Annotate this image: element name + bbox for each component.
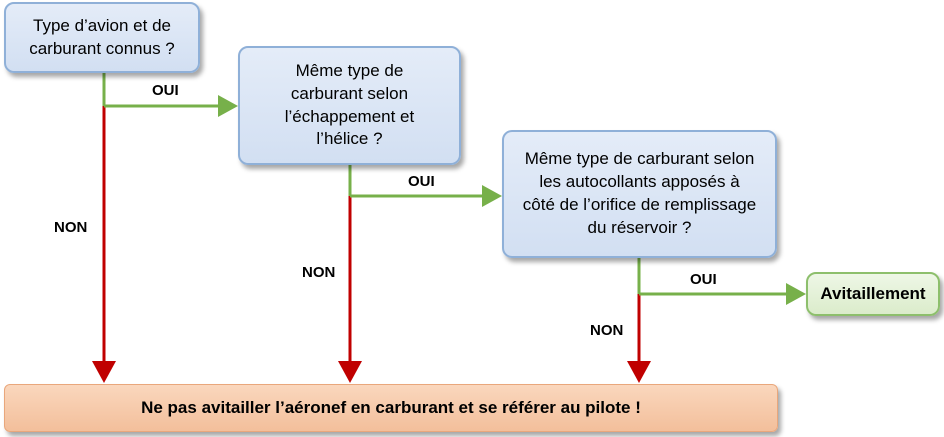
no-label-3: NON [590, 322, 624, 339]
no-arrow-1 [92, 106, 116, 383]
outcome-no-box: Ne pas avitailler l’aéronef en carburant… [4, 384, 778, 432]
no-label-1: NON [54, 219, 88, 236]
no-label-2: NON [302, 264, 336, 281]
yes-arrow-1 [102, 73, 238, 117]
question-2-box: Même type de carburant selon l’échappeme… [238, 46, 461, 165]
yes-label-2: OUI [408, 173, 435, 190]
yes-arrow-2 [348, 165, 502, 207]
no-arrow-2 [338, 196, 362, 383]
yes-label-3: OUI [690, 271, 717, 288]
outcome-yes-box: Avitaillement [806, 272, 940, 316]
yes-arrow-3 [637, 258, 806, 305]
question-3-box: Même type de carburant selon les autocol… [502, 130, 777, 258]
no-arrow-3 [627, 294, 651, 383]
question-1-box: Type d’avion et de carburant connus ? [4, 2, 200, 73]
yes-label-1: OUI [152, 82, 179, 99]
